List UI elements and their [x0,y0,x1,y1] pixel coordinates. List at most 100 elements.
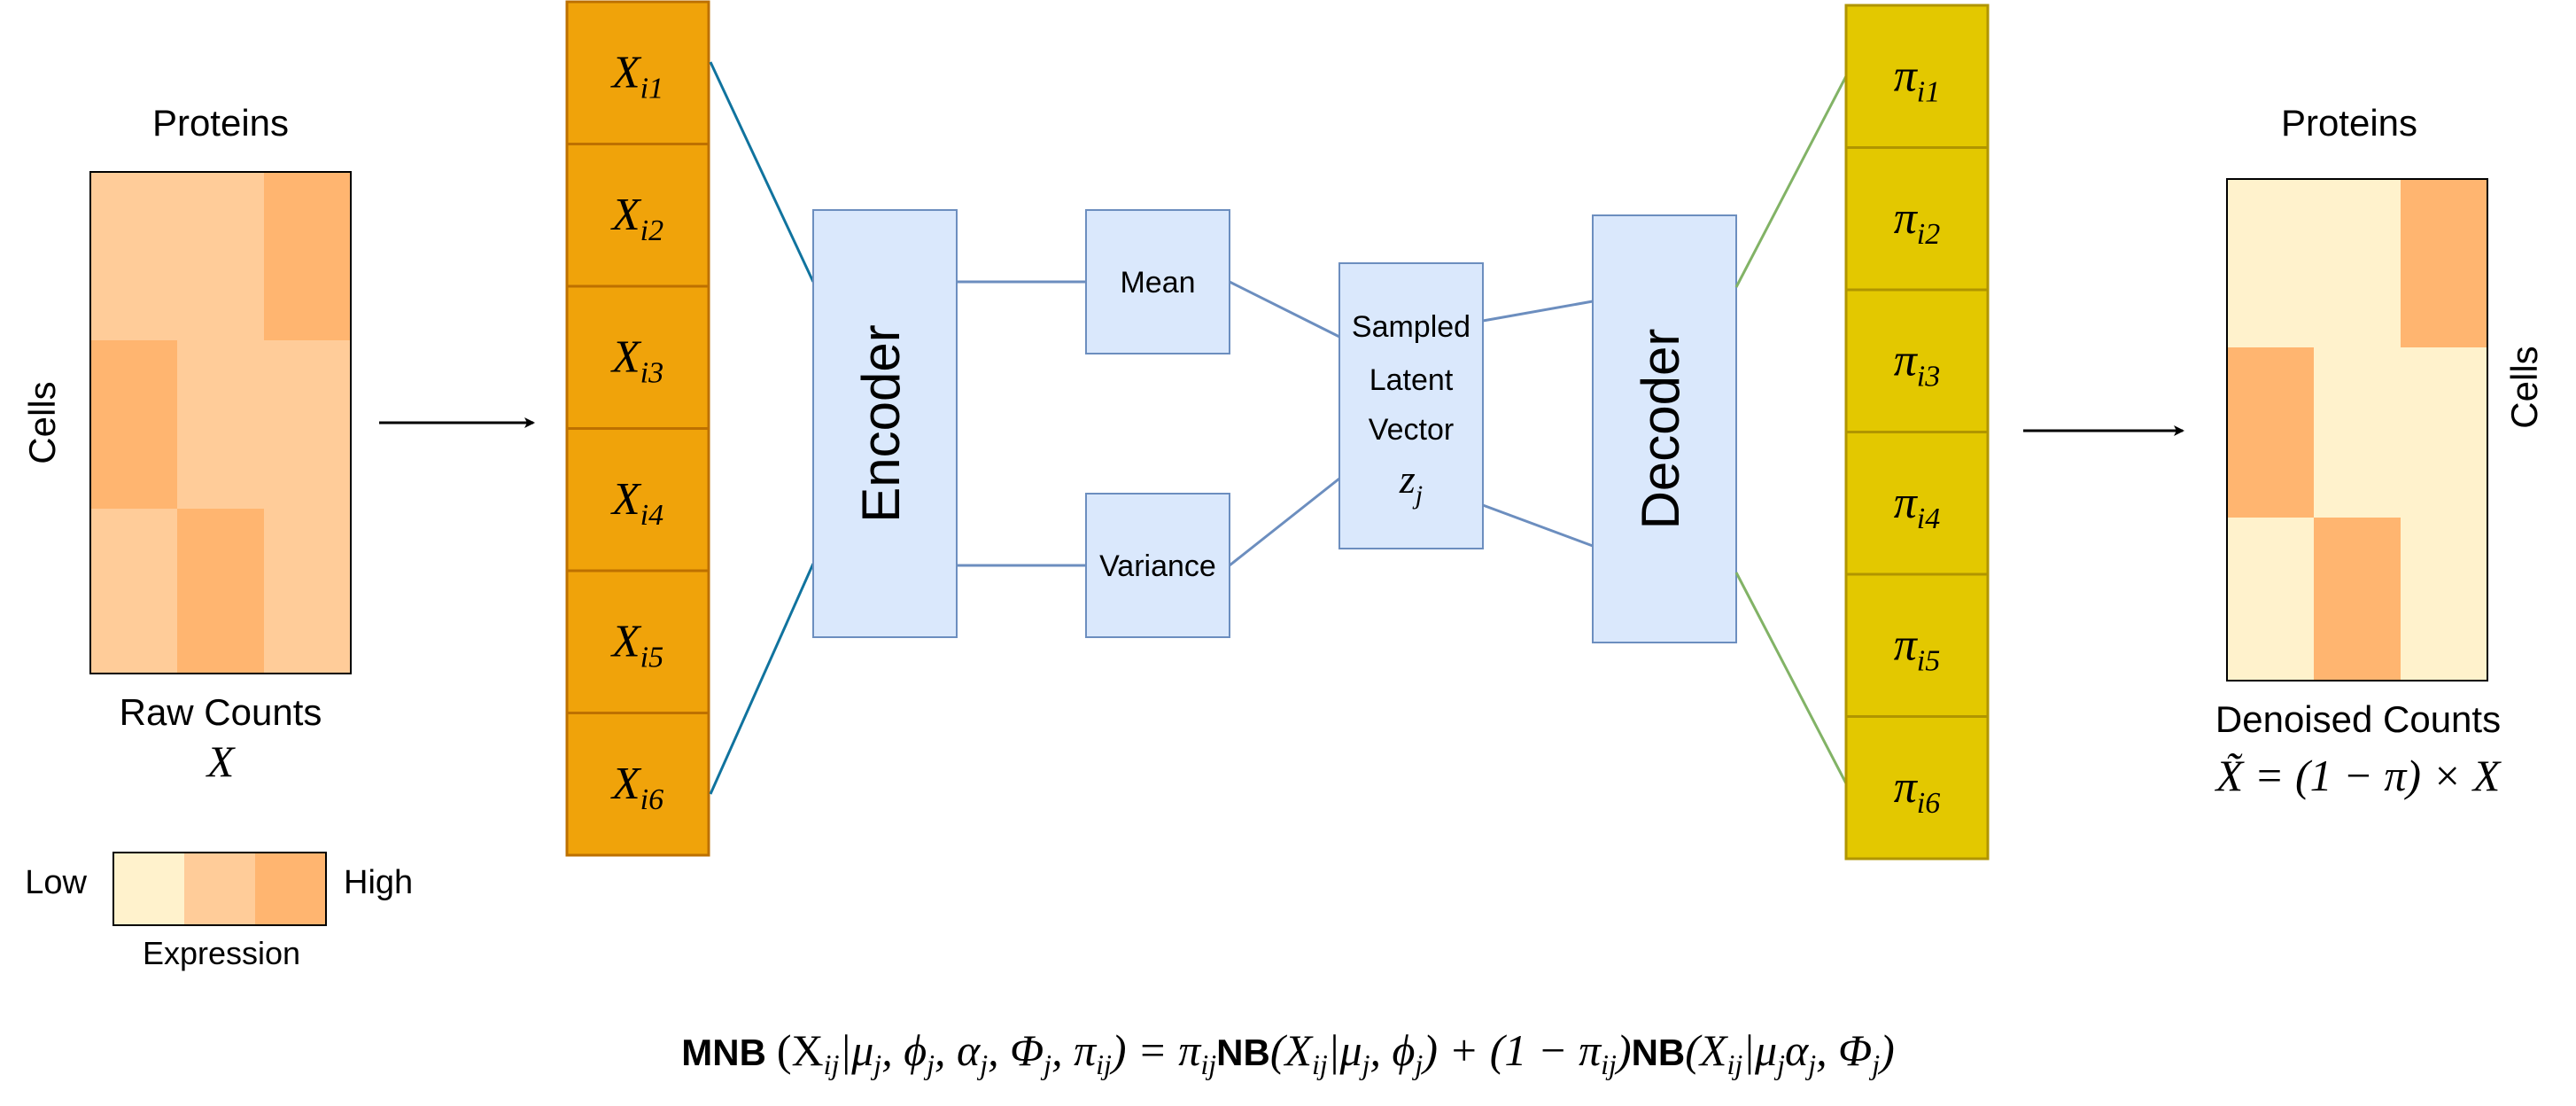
input-node-sub-6: i6 [640,783,663,816]
latent-vector-box [1338,262,1484,549]
input-node-3 [565,284,710,430]
raw-counts-symbol: X [206,736,237,786]
decoder-label: Decoder [1631,329,1690,530]
latent-to-decoder-link-top [1482,300,1594,323]
mean-box [1085,209,1230,354]
encoder-link-top [709,61,815,283]
raw-cells-label: Cells [21,381,63,463]
output-node-6 [1844,715,1990,861]
den-matrix-border [2226,178,2488,682]
raw-matrix-border [89,171,352,674]
input-node-label-2: Xi2 [610,190,663,247]
input-node-base-4: X [610,474,642,525]
latent-line-1: Sampled [1352,310,1470,344]
den-cell-r3-c1 [2227,518,2314,681]
output-node-base-3: π [1894,335,1919,386]
legend-low-swatch [113,853,184,925]
decoder-link-top [1734,75,1848,288]
output-node-sub-5: i5 [1917,644,1940,677]
input-node-base-3: X [610,331,642,382]
den-counts-caption: Denoised Counts [2215,698,2501,740]
raw-cell-r3-c3 [264,509,351,674]
output-node-base-2: π [1894,193,1919,244]
output-node-base-6: π [1894,762,1919,813]
decoder-box [1592,214,1737,643]
encoder-link-bottom [709,563,815,795]
mnb-equation: MNB(Xij|μj, ϕj, αj, Φj, πij) = πijNB(Xij… [681,1025,1894,1080]
mean-label: Mean [1120,266,1195,300]
den-cell-r2-c1 [2227,347,2314,518]
den-cell-r2-c2 [2314,347,2487,518]
den-proteins-label: Proteins [2281,102,2417,144]
latent-line-3: Vector [1369,413,1454,447]
raw-cell-r2-c1 [90,340,177,509]
raw-counts-matrix [89,171,352,674]
variance-to-latent-link [1229,477,1340,567]
raw-cell-r3-c2 [177,509,264,674]
output-node-label-6: πi6 [1894,762,1941,820]
legend-caption: Expression [143,935,300,971]
denoised-counts-matrix [2226,178,2488,682]
decoder-link-bottom [1734,572,1848,784]
raw-cell-r3-c1 [90,509,177,674]
legend-high-swatch [255,853,326,925]
raw-cell-r1-c1 [90,172,264,340]
output-node-3 [1844,288,1990,433]
input-node-1 [565,0,710,145]
input-node-sub-2: i2 [640,214,663,247]
den-cell-r3-c2 [2314,518,2401,681]
output-node-1 [1844,4,1990,149]
input-node-base-1: X [610,47,642,97]
input-node-sub-5: i5 [640,641,663,674]
legend-border [113,852,327,926]
input-node-6 [565,712,710,857]
input-node-sub-4: i4 [640,499,663,532]
latent-to-decoder-link-bottom [1482,503,1594,548]
latent-symbol: zj [1399,456,1423,510]
input-node-base-2: X [610,190,642,240]
encoder-box [812,209,958,638]
variance-box [1085,493,1230,638]
den-counts-formula: X̃ = (1 − π) × X [2215,751,2502,800]
variance-label: Variance [1099,549,1216,583]
input-node-sub-3: i3 [640,356,663,389]
input-node-label-1: Xi1 [610,47,663,105]
output-node-sub-2: i2 [1917,218,1940,251]
input-node-base-6: X [610,759,642,809]
output-node-base-5: π [1894,619,1919,670]
input-node-label-6: Xi6 [610,759,663,816]
latent-line-2: Latent [1369,363,1454,397]
legend-low-label: Low [25,864,87,901]
output-node-sub-4: i4 [1917,502,1940,535]
legend-mid-swatch [184,853,255,925]
output-node-sub-6: i6 [1917,787,1940,820]
input-node-base-5: X [610,616,642,666]
expression-legend [113,852,327,926]
input-node-label-3: Xi3 [610,331,663,389]
raw-cell-r1-c3 [264,172,351,340]
den-cell-r1-c3 [2401,179,2487,347]
encoder-label: Encoder [851,324,911,522]
output-node-label-3: πi3 [1894,335,1941,393]
raw-cell-r2-c2 [177,340,351,509]
input-node-5 [565,569,710,714]
input-node-label-4: Xi4 [610,474,663,532]
legend-high-label: High [344,864,413,901]
output-node-label-1: πi1 [1894,51,1941,108]
den-cell-r1-c1 [2227,179,2401,347]
output-node-label-2: πi2 [1894,193,1941,251]
output-node-base-1: π [1894,51,1919,101]
den-cell-r3-c3 [2401,518,2487,681]
output-node-sub-3: i3 [1917,360,1940,393]
mean-to-latent-link [1229,280,1340,339]
den-cells-label: Cells [2503,346,2545,428]
input-node-sub-1: i1 [640,72,663,105]
raw-counts-caption: Raw Counts [120,691,322,733]
output-node-label-5: πi5 [1894,619,1941,677]
output-node-base-4: π [1894,478,1919,528]
output-node-sub-1: i1 [1917,75,1940,108]
